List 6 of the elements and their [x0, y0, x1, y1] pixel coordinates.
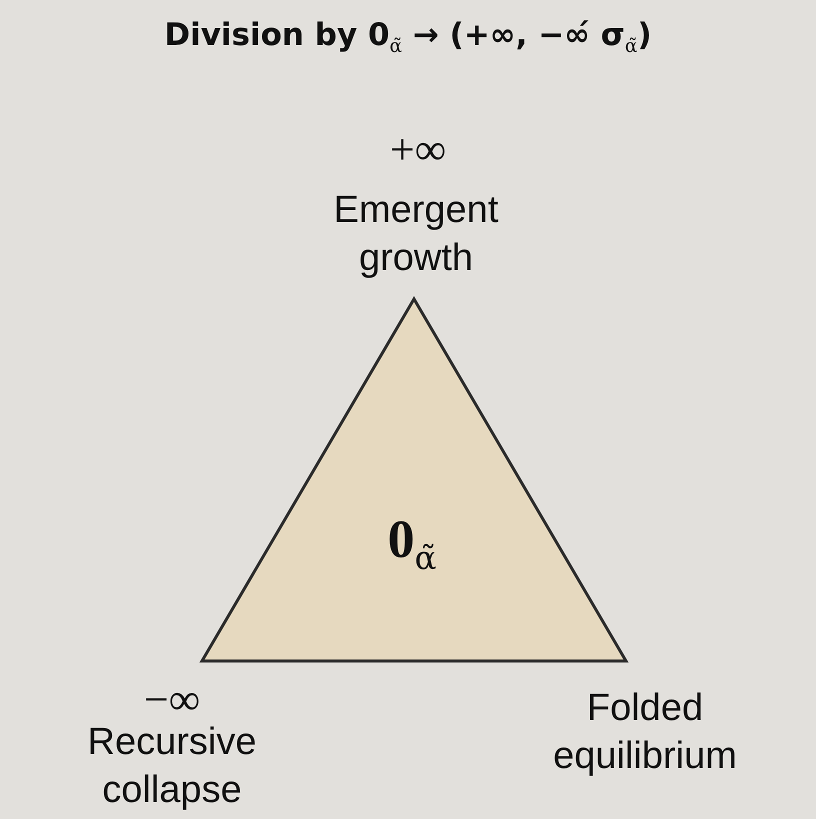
vertex-label: Folded equilibrium [552, 686, 738, 779]
triangle-node [200, 297, 628, 663]
diagram-title: Division by 0$_{α̃}$ → (+∞, −∞́ σ$_{α̃}$) [163, 16, 653, 60]
zero-symbol: 0$_{α̃}$ [386, 508, 438, 579]
vertex-label: Emergent growth [332, 188, 500, 281]
infinity-label: +∞ [388, 126, 448, 174]
